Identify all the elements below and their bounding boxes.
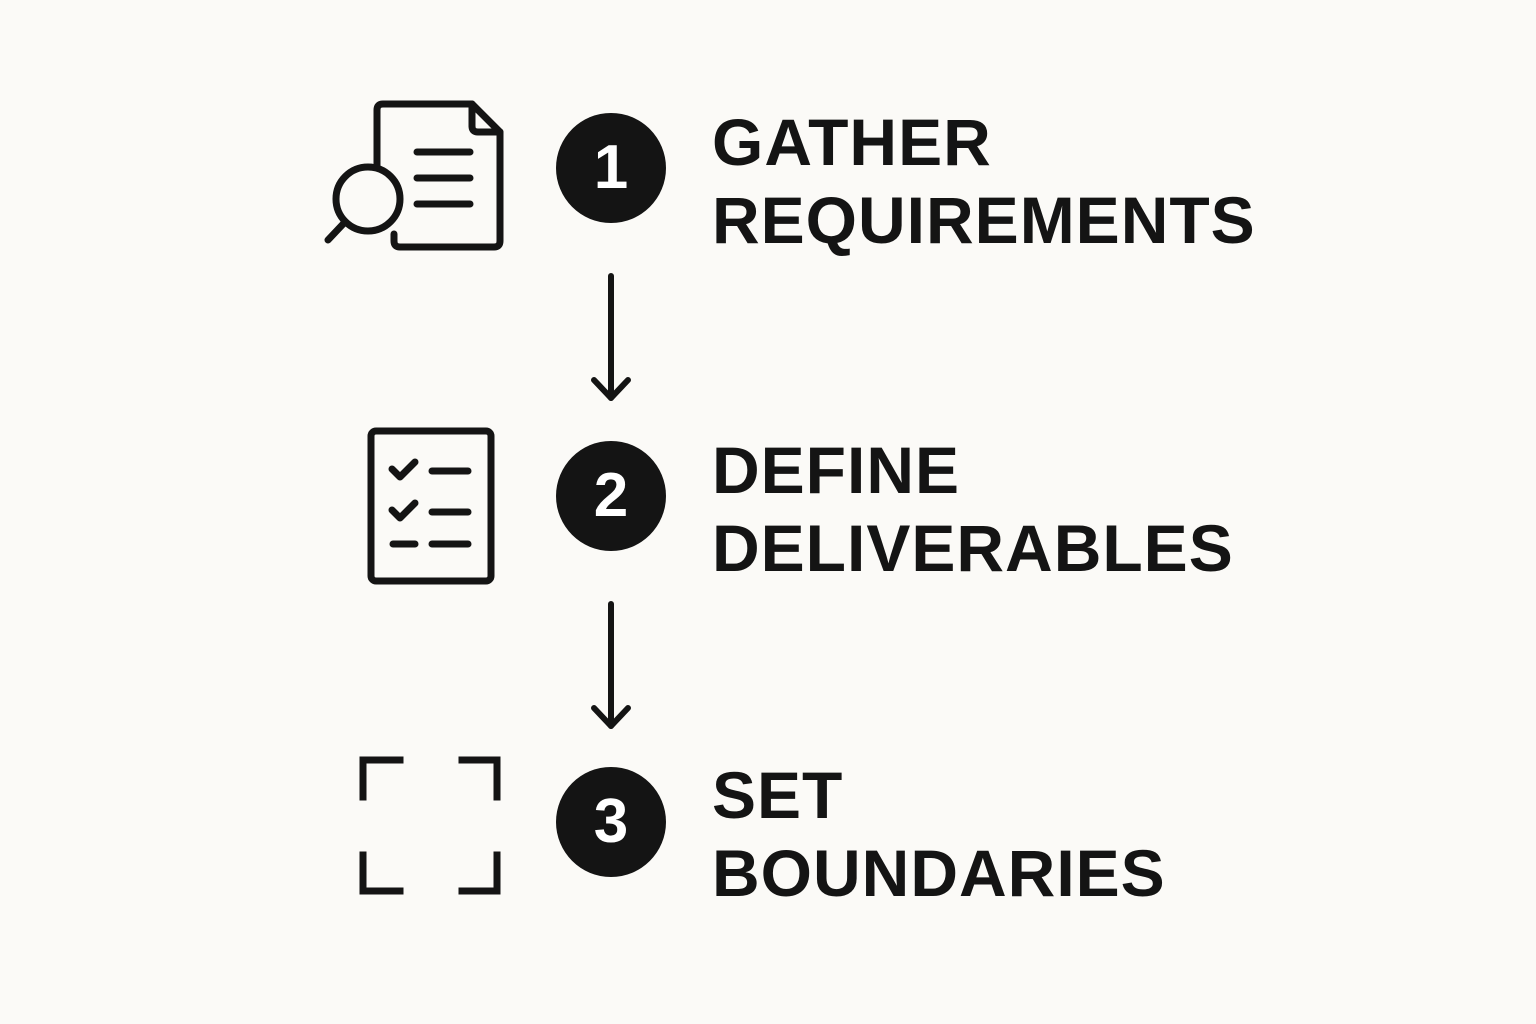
step-1-title-line2: REQUIREMENTS: [712, 183, 1256, 257]
step-1-title: GATHER REQUIREMENTS: [712, 103, 1256, 259]
down-arrow-icon: [591, 601, 631, 729]
step-1-number: 1: [593, 133, 629, 202]
step-3-title: SET BOUNDARIES: [712, 756, 1166, 912]
step-1-title-line1: GATHER: [712, 105, 992, 179]
step-2-number: 2: [593, 461, 629, 530]
step-3-title-line2: BOUNDARIES: [712, 836, 1166, 910]
checklist-icon: [367, 427, 495, 585]
step-2-title-line2: DELIVERABLES: [712, 511, 1234, 585]
document-search-icon: [324, 100, 504, 251]
step-3-title-line1: SET: [712, 758, 844, 832]
down-arrow-icon: [591, 273, 631, 401]
step-2-title: DEFINE DELIVERABLES: [712, 431, 1234, 587]
frame-corners-icon: [359, 756, 501, 895]
step-3-badge: 3: [556, 767, 666, 877]
step-2-title-line1: DEFINE: [712, 433, 961, 507]
step-2-badge: 2: [556, 441, 666, 551]
step-1-badge: 1: [556, 113, 666, 223]
step-3-number: 3: [593, 787, 629, 856]
